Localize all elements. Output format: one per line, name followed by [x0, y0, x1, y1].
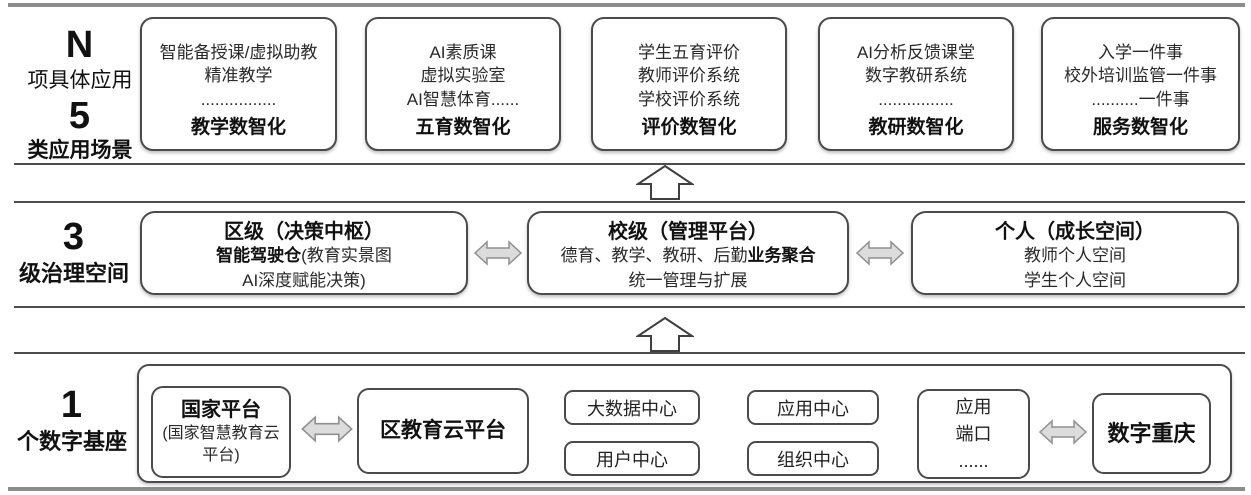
app-line: AI智慧体育......: [406, 89, 520, 109]
top-band-label-n: N: [65, 24, 95, 66]
center-box-label: 用户中心: [596, 449, 668, 470]
center-box-bigdata: 大数据中心: [564, 390, 700, 425]
top-border-line: [8, 3, 1245, 7]
band1-bottom-line: [14, 163, 1245, 165]
bottom-band-label: 1 个数字基座: [7, 384, 137, 456]
gov-box-line: 智能驾驶仓(教育实景图: [216, 244, 392, 269]
band2-top-line: [14, 201, 1245, 203]
gov-box-line: 教师个人空间: [1024, 246, 1126, 265]
center-box-user: 用户中心: [564, 441, 700, 476]
middle-band-label-text: 级治理空间: [18, 260, 129, 286]
top-band-label-5: 5: [68, 94, 92, 137]
app-line: 智能备授课/虚拟助教: [159, 43, 318, 62]
app-box-lines: 入学一件事 校外培训监管一件事 ..........一件事: [1064, 41, 1217, 112]
app-line: 校外培训监管一件事: [1064, 66, 1217, 86]
app-box-lines: AI素质课 虚拟实验室 AI智慧体育......: [407, 41, 519, 112]
double-arrow-icon: [1038, 419, 1088, 445]
center-box-label: 大数据中心: [587, 398, 677, 419]
app-line: 虚拟实验室: [420, 66, 506, 86]
center-box-label: 应用中心: [777, 398, 849, 419]
gov-box-line: 学生个人空间: [1024, 270, 1126, 290]
gov-box-personal: 个人（成长空间） 教师个人空间 学生个人空间: [911, 211, 1239, 295]
app-port-line: 应用: [955, 396, 992, 417]
app-line: ................: [878, 89, 954, 109]
app-line: AI分析反馈课堂: [856, 43, 976, 62]
app-box-title: 教研数智化: [868, 117, 964, 138]
app-line: AI素质课: [429, 43, 497, 62]
app-port-line: ......: [958, 450, 989, 471]
app-box-title: 评价数智化: [641, 117, 737, 138]
gov-line-bold: 智能驾驶仓: [216, 246, 302, 265]
band3-top-line: [14, 352, 1245, 354]
app-port-box: 应用 端口 ......: [917, 389, 1030, 479]
gov-box-district: 区级（决策中枢） 智能驾驶仓(教育实景图 AI深度赋能决策): [140, 211, 468, 295]
top-band-label-text2: 类应用场景: [27, 139, 133, 163]
app-box-lines: AI分析反馈课堂 数字教研系统 ................: [857, 41, 975, 112]
app-box-lines: 智能备授课/虚拟助教 精准教学 ................: [160, 41, 318, 112]
app-box-evaluation: 学生五育评价 教师评价系统 学校评价系统 评价数智化: [591, 17, 787, 151]
gov-box-title: 校级（管理平台）: [608, 221, 768, 243]
digital-chongqing-title: 数字重庆: [1107, 420, 1196, 446]
app-box-teaching: 智能备授课/虚拟助教 精准教学 ................ 教学数智化: [140, 17, 337, 151]
app-port-line: 端口: [955, 423, 992, 444]
bottom-band-label-num: 1: [60, 384, 84, 426]
app-box-lines: 学生五育评价 教师评价系统 学校评价系统: [638, 41, 740, 112]
app-line: 数字教研系统: [865, 66, 967, 86]
up-arrow-icon: [636, 317, 694, 352]
app-box-research: AI分析反馈课堂 数字教研系统 ................ 教研数智化: [818, 17, 1014, 151]
national-platform-box: 国家平台 (国家智慧教育云 平台): [151, 386, 291, 478]
national-platform-sub: 平台): [202, 446, 240, 464]
national-platform-title: 国家平台: [181, 398, 261, 421]
gov-box-line: 德育、教学、教研、后勤业务聚合: [561, 244, 816, 269]
app-line: 学生五育评价: [638, 43, 740, 62]
double-arrow-icon: [301, 415, 353, 443]
digital-base-container: 国家平台 (国家智慧教育云 平台) 区教育云平台 大数据中心 用户中心 应用中心…: [137, 364, 1232, 483]
app-line: 入学一件事: [1098, 43, 1183, 62]
app-box-title: 五育数智化: [415, 117, 511, 138]
up-arrow-icon: [636, 165, 694, 200]
gov-line-plain: 德育、教学、教研、后勤: [560, 246, 748, 265]
center-box-label: 组织中心: [777, 449, 849, 470]
gov-box-line: AI深度赋能决策): [242, 270, 366, 290]
gov-box-school: 校级（管理平台） 德育、教学、教研、后勤业务聚合 统一管理与扩展: [527, 211, 849, 295]
app-line: 学校评价系统: [638, 89, 740, 109]
center-box-organization: 组织中心: [747, 441, 879, 476]
center-box-application: 应用中心: [747, 390, 879, 425]
top-band-label: N 项具体应用 5 类应用场景: [15, 24, 145, 166]
app-box-title: 教学数智化: [190, 117, 286, 138]
gov-box-title: 个人（成长空间）: [995, 221, 1155, 243]
national-platform-sub: (国家智慧教育云: [162, 424, 280, 442]
app-line: ..........一件事: [1091, 89, 1190, 109]
app-box-five-edu: AI素质课 虚拟实验室 AI智慧体育...... 五育数智化: [365, 17, 561, 151]
bottom-border-line: [8, 487, 1245, 491]
app-box-title: 服务数智化: [1092, 117, 1188, 138]
bottom-band-label-text: 个数字基座: [16, 428, 127, 454]
app-line: 精准教学: [204, 66, 273, 86]
double-arrow-icon: [473, 240, 523, 266]
app-line: ................: [200, 89, 277, 109]
app-box-service: 入学一件事 校外培训监管一件事 ..........一件事 服务数智化: [1041, 17, 1240, 151]
band2-bottom-line: [14, 306, 1245, 308]
top-band-label-text1: 项具体应用: [27, 68, 133, 92]
gov-line-rest: (教育实景图: [301, 246, 392, 265]
gov-line-bold: 业务聚合: [747, 246, 816, 265]
middle-band-label-num: 3: [62, 216, 86, 258]
gov-box-line: 统一管理与扩展: [628, 270, 748, 290]
digital-chongqing-box: 数字重庆: [1092, 393, 1211, 474]
middle-band-label: 3 级治理空间: [9, 216, 139, 288]
district-cloud-title: 区教育云平台: [380, 418, 506, 442]
app-line: 教师评价系统: [638, 66, 740, 86]
gov-box-title: 区级（决策中枢）: [224, 221, 384, 243]
district-cloud-box: 区教育云平台: [357, 388, 529, 474]
double-arrow-icon: [855, 240, 905, 266]
